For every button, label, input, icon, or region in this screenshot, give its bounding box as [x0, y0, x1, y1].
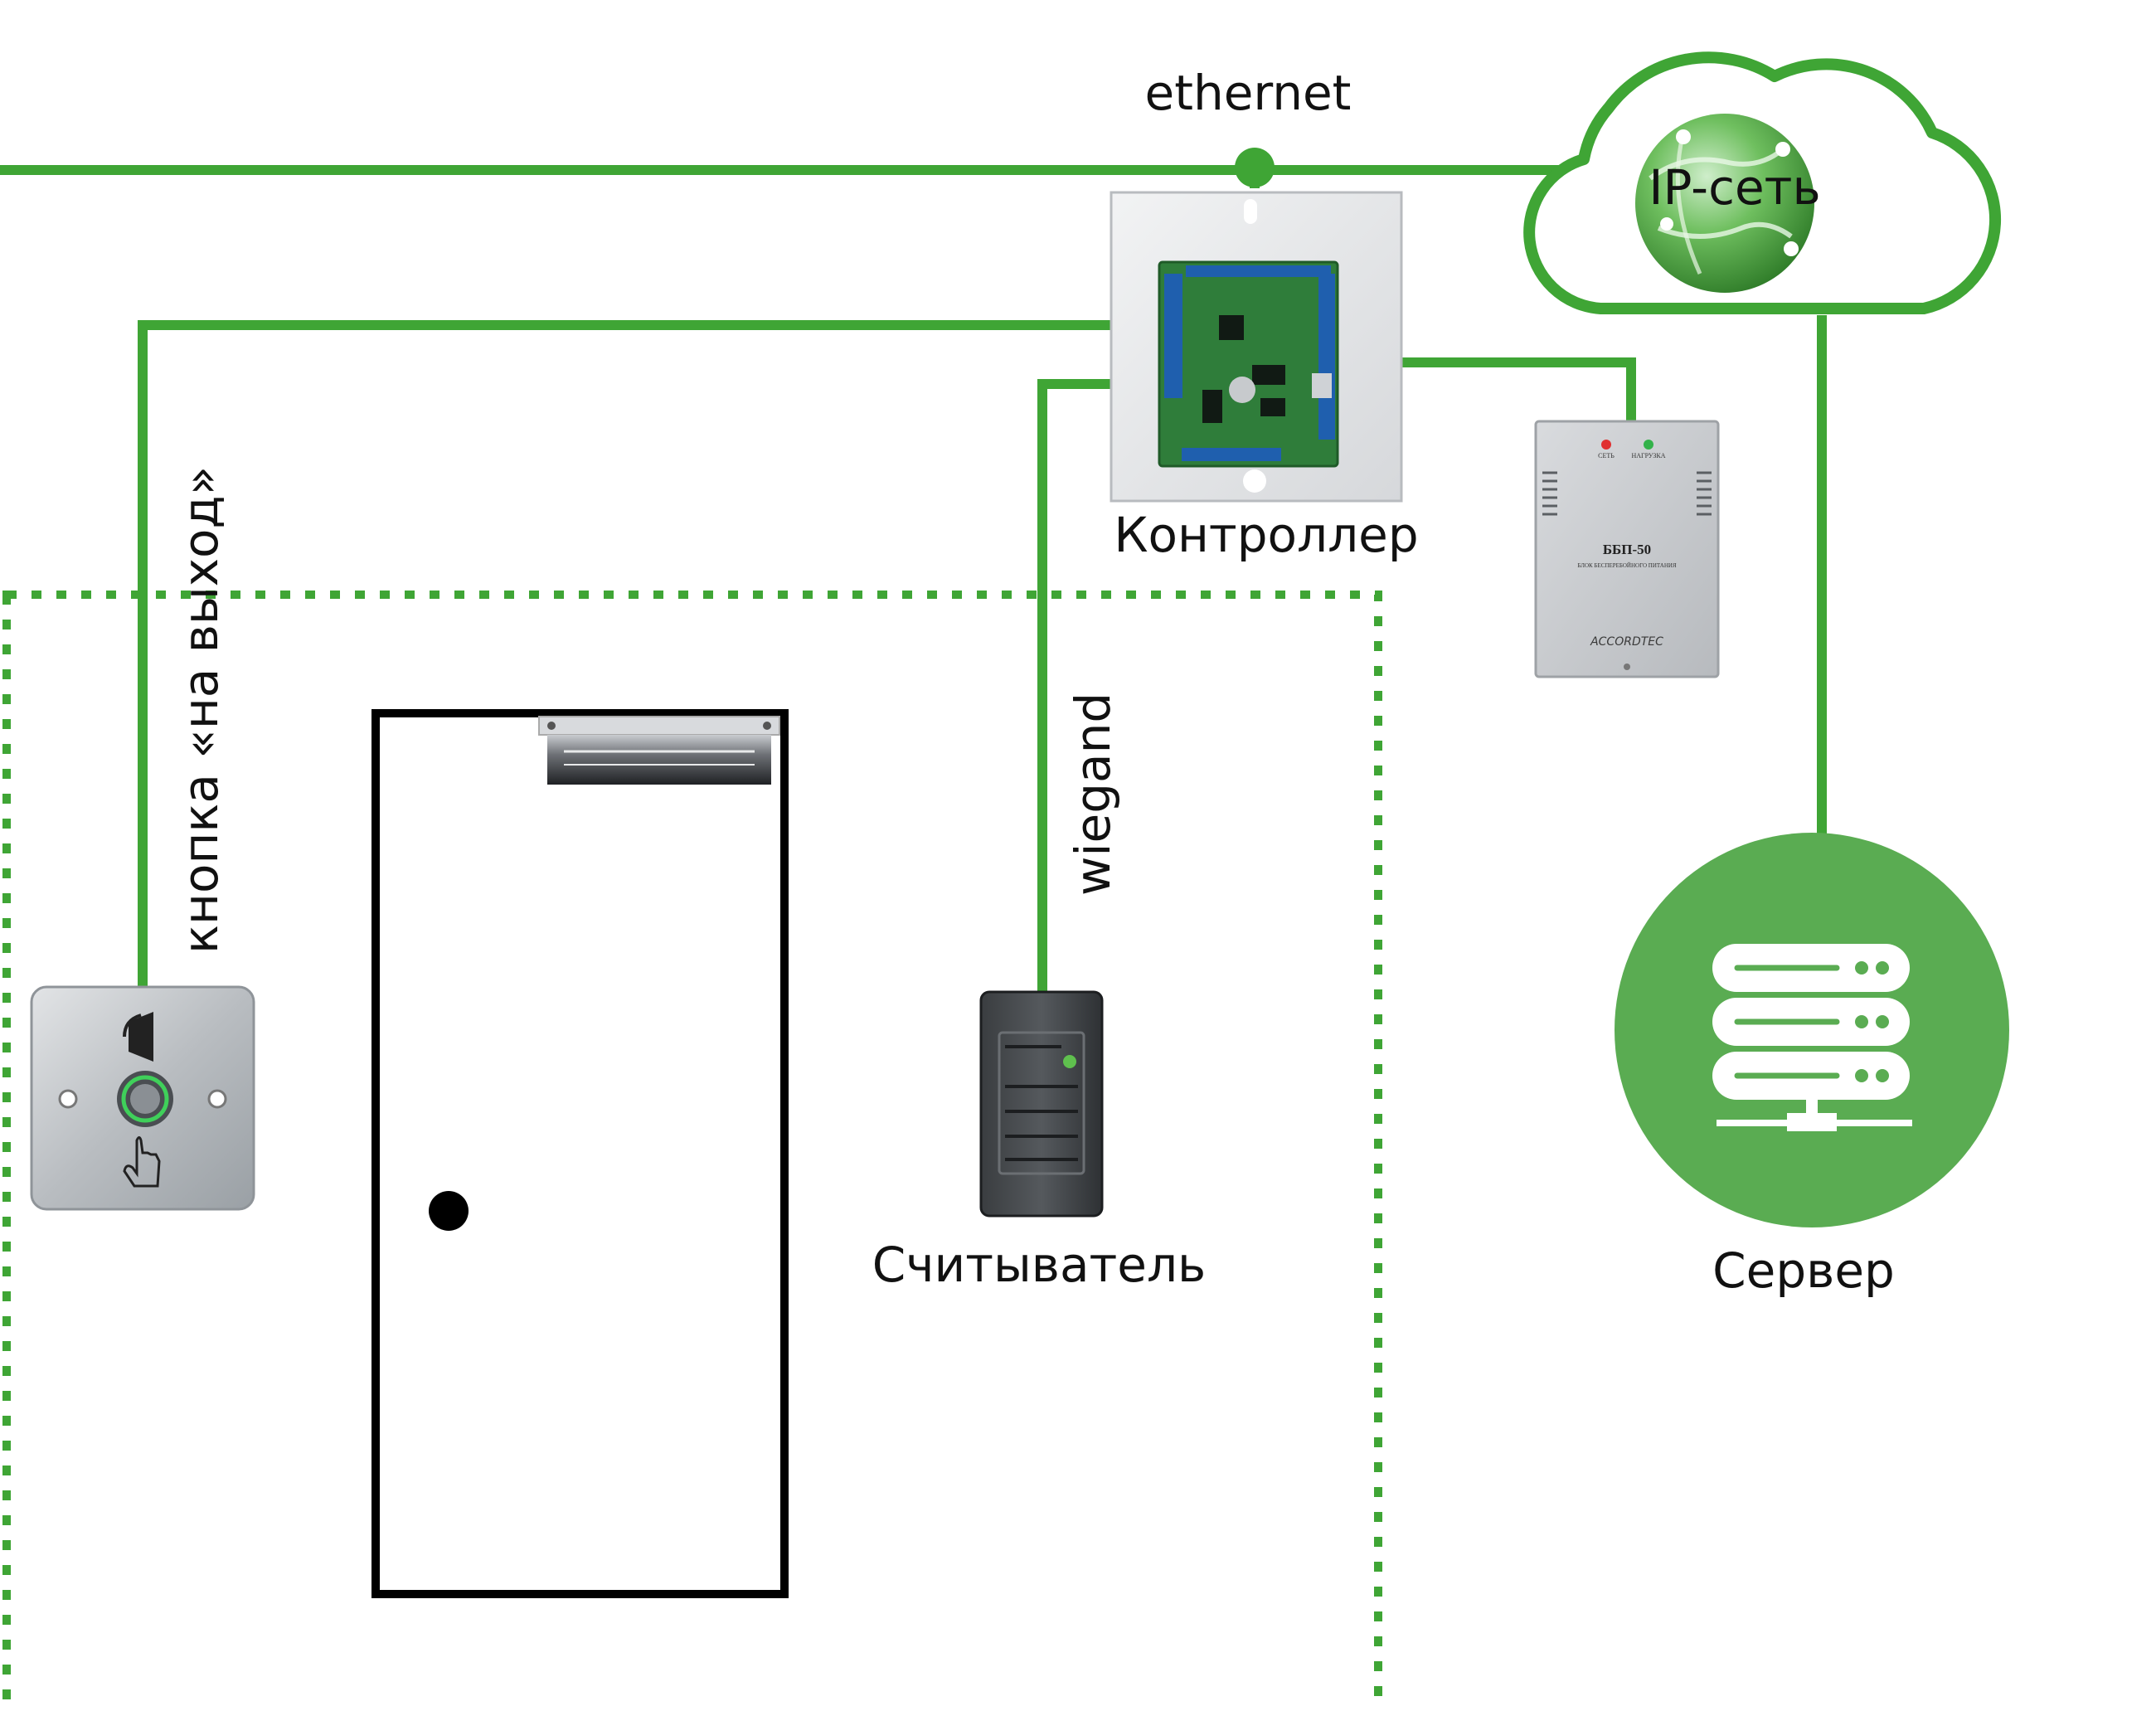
- wiegand-wire: [1037, 379, 1115, 994]
- psu-subtitle-label: БЛОК БЕСПЕРЕБОЙНОГО ПИТАНИЯ: [1577, 562, 1677, 569]
- reader-label: Считыватель: [872, 1237, 1207, 1293]
- maglock-icon: [538, 716, 780, 785]
- server-label: Сервер: [1712, 1242, 1895, 1299]
- exit-button-label: кнопка «на выход»: [172, 466, 229, 954]
- psu-brand-label: ACCORDTEC: [1590, 635, 1663, 649]
- door-icon: [371, 709, 789, 1598]
- controller-label: Контроллер: [1114, 507, 1418, 563]
- wiegand-label: wiegand: [1065, 693, 1121, 896]
- ethernet-label: ethernet: [1145, 65, 1352, 121]
- ip-network-label: IP-сеть: [1649, 159, 1820, 216]
- wiring: [0, 165, 1827, 994]
- psu-led-load-label: НАГРУЗКА: [1631, 452, 1665, 459]
- psu-led-load: [1644, 440, 1653, 450]
- door-handle: [429, 1191, 469, 1231]
- exit-button-device: [30, 985, 255, 1211]
- door-exit-icon: [123, 1012, 153, 1062]
- hand-press-icon: [123, 1136, 161, 1188]
- psu-model-label: ББП-50: [1603, 542, 1651, 557]
- card-reader-device: [979, 990, 1104, 1218]
- server-icon: [1615, 833, 2009, 1227]
- psu-led-network: [1601, 440, 1611, 450]
- globe-icon: [1635, 114, 1814, 293]
- exit-button-wire: [138, 320, 1111, 987]
- controller-board: [1110, 191, 1403, 503]
- ethernet-junction: [1235, 148, 1275, 187]
- psu-led-network-label: СЕТЬ: [1598, 452, 1615, 459]
- psu-wire: [1401, 357, 1636, 425]
- reader-led: [1063, 1055, 1076, 1068]
- power-supply-device: СЕТЬ НАГРУЗКА ББП-50 БЛОК БЕСПЕРЕБОЙНОГО…: [1534, 420, 1720, 678]
